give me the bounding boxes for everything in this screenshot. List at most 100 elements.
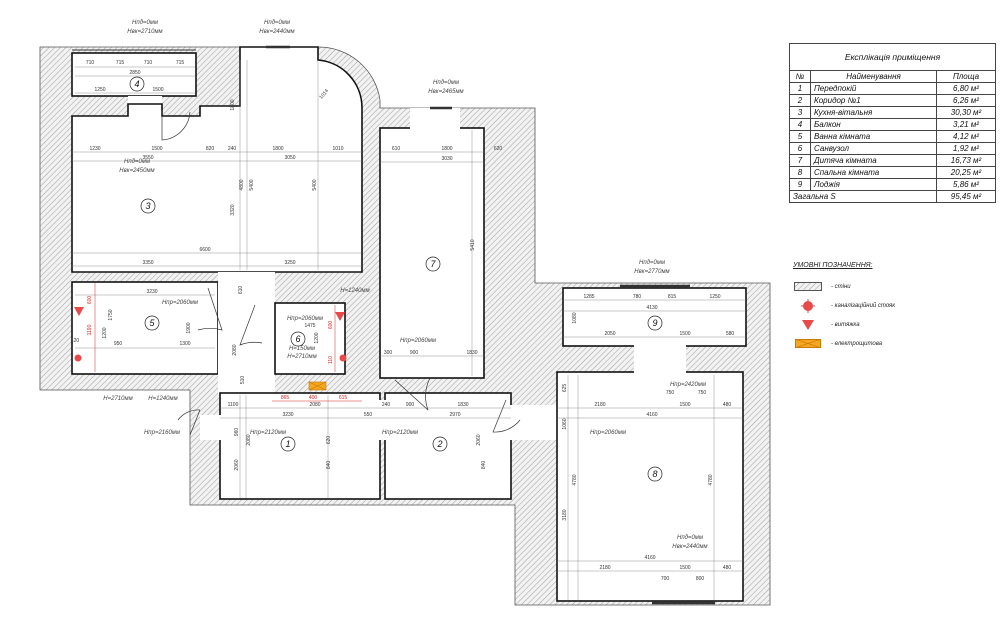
height-note: Нпр=2060мм (287, 316, 323, 322)
dimension-label: 2080 (232, 344, 238, 355)
dimension-label: 1010 (332, 146, 343, 152)
height-note: Н=1240мм (340, 288, 369, 294)
dimension-label: 580 (726, 331, 735, 337)
height-note: Нвк=2440мм (672, 544, 707, 550)
dimension-label: 610 (392, 146, 401, 152)
dimension-lines (72, 60, 746, 600)
row-number: 5 (789, 130, 811, 143)
dimension-label: 715 (176, 60, 185, 66)
height-note: Нпд=0мм (433, 80, 459, 86)
total-row: Загальна S 95,45 м² (789, 190, 996, 203)
dimension-label: 840 (326, 461, 332, 470)
dimension-label: 1200 (102, 327, 108, 338)
rooms (71, 46, 747, 602)
room-area: 16,73 м² (936, 154, 996, 167)
room-2-corridor (384, 392, 512, 500)
row-number: 4 (789, 118, 811, 131)
room-name: Дитяча кімната (810, 154, 937, 167)
dimension-label: 3350 (142, 260, 153, 266)
red-dimension-label: 600 (87, 296, 93, 305)
dimension-label: 3250 (284, 260, 295, 266)
room-area: 1,92 м² (936, 142, 996, 155)
room-name: Спальна кімната (810, 166, 937, 179)
dimension-label: 700 (661, 576, 670, 582)
height-note: Н=150мм (289, 346, 315, 352)
dimension-label: 900 (406, 402, 415, 408)
dimension-label: 620 (494, 146, 503, 152)
room-number: 2 (436, 439, 442, 449)
height-note: Нпд=0мм (264, 20, 290, 26)
height-note: Нпр=2420мм (670, 382, 706, 388)
height-note: Нпр=2120мм (250, 430, 286, 436)
dimension-label: 1080 (572, 312, 578, 323)
dimension-label: 1800 (441, 146, 452, 152)
room-number-circle (129, 76, 145, 92)
dimension-label: 620 (326, 436, 332, 445)
room-name: Коридор №1 (810, 94, 937, 107)
total-area: 95,45 м² (936, 190, 996, 203)
height-note: Нпр=2120мм (382, 430, 418, 436)
dimension-label: 800 (696, 576, 705, 582)
dimension-label: 815 (668, 294, 677, 300)
dimension-label: 3230 (282, 412, 293, 418)
total-label: Загальна S (789, 190, 937, 203)
dimension-label: 2180 (599, 565, 610, 571)
dimension-label: 4780 (572, 474, 578, 485)
legend-item-panel: - електрощитова (793, 334, 895, 353)
height-note: Нвк=2465мм (428, 89, 463, 95)
room-number-circle (425, 256, 441, 272)
dimension-label: 3180 (562, 509, 568, 520)
red-dimension-label: 400 (309, 395, 318, 401)
hatched-wall-icon (793, 281, 823, 292)
red-dimension-label: 110 (328, 356, 334, 364)
room-number: 7 (430, 259, 436, 269)
dimension-label: 2850 (129, 70, 140, 76)
room-number-circle (290, 331, 306, 347)
dimension-label: 780 (633, 294, 642, 300)
dimension-label: 4160 (644, 555, 655, 561)
dimension-label: 1900 (186, 322, 192, 333)
row-number: 2 (789, 94, 811, 107)
dimension-label: 3320 (230, 204, 236, 215)
height-note: Нпр=2160мм (144, 430, 180, 436)
legend-label: - стіни (831, 283, 851, 290)
sewer-riser-icon (339, 354, 347, 362)
height-note: Нвк=2770мм (634, 269, 669, 275)
dimension-label: 1500 (679, 565, 690, 571)
room-area: 6,26 м² (936, 94, 996, 107)
room-number-circle (647, 466, 663, 482)
dimension-label: 2060 (476, 434, 482, 445)
height-note: Нпр=2060мм (162, 300, 198, 306)
dimension-label: 5410 (470, 239, 476, 250)
room-area: 5,86 м² (936, 178, 996, 191)
red-dimension-label: 865 (281, 395, 290, 401)
dimension-label: 960 (234, 428, 240, 437)
room-area: 30,30 м² (936, 106, 996, 119)
dimension-label: 900 (410, 350, 419, 356)
room-area: 6,80 м² (936, 82, 996, 95)
room-number: 5 (149, 318, 155, 328)
dimension-label: 2060 (234, 459, 240, 470)
height-note: Нпр=2060мм (400, 338, 436, 344)
dimension-label: 550 (364, 412, 373, 418)
dimension-label: 4160 (646, 412, 657, 418)
height-note: Н=2710мм (103, 396, 132, 402)
dimension-label: 1300 (179, 341, 190, 347)
dimension-label: 3030 (441, 156, 452, 162)
room-number-circle (280, 436, 296, 452)
dimension-label: 300 (384, 350, 393, 356)
windows (72, 45, 715, 605)
dimension-label: 3230 (146, 289, 157, 295)
dimension-label: 5400 (312, 179, 318, 190)
dimension-label: 710 (144, 60, 153, 66)
